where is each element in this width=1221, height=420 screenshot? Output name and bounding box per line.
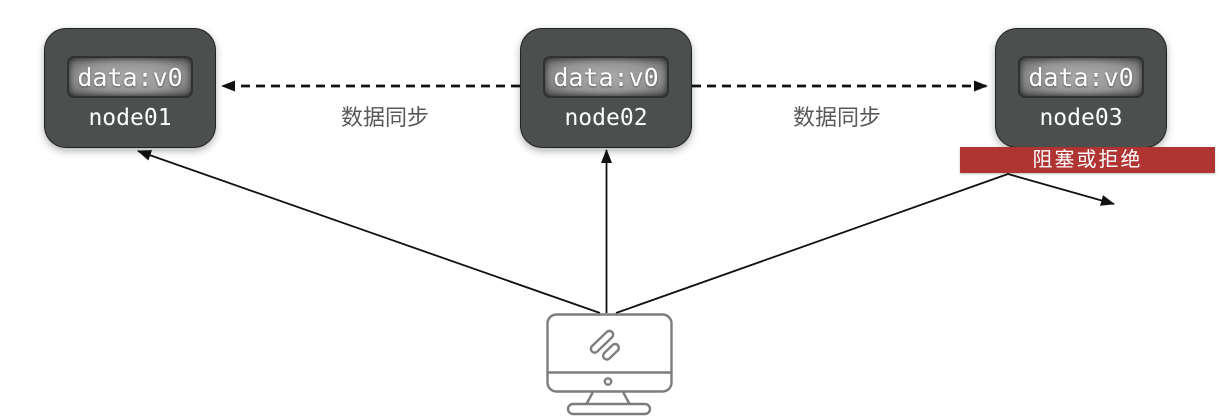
client-arrow-to-node03-deflected [615,173,1115,314]
node01-name-label: node01 [88,105,172,131]
sync-label-left: 数据同步 [340,105,429,130]
node01-data-value: data:v0 [77,62,183,92]
screen-slash-icon [589,329,615,354]
node-node01: data:v0 node01 [44,28,216,148]
client-arrow-to-node01 [137,150,601,314]
client-computer-icon [546,313,673,416]
monitor-stand-base [566,402,652,416]
monitor-button [603,377,613,386]
node02-name-label: node02 [564,105,648,131]
node02-data-value: data:v0 [553,62,659,92]
node03-name-label: node03 [1039,105,1123,131]
sync-label-right: 数据同步 [792,105,881,130]
screen-slash-icon [601,342,621,361]
node02-data-screen: data:v0 [543,56,669,98]
node-node03: data:v0 node03 [995,28,1167,148]
block-reject-banner: 阻塞或拒绝 [960,147,1215,173]
node-node02: data:v0 node02 [520,28,692,148]
node03-data-value: data:v0 [1028,62,1134,92]
node01-data-screen: data:v0 [67,56,193,98]
node03-data-screen: data:v0 [1018,56,1144,98]
